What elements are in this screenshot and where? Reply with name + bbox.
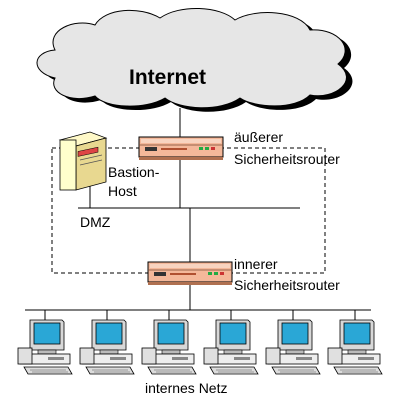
outer-router-label-line2: Sicherheitsrouter (234, 151, 340, 167)
workstation-icon (265, 319, 321, 375)
internet-cloud (36, 8, 353, 112)
inner-router-label-line1: innerer (234, 256, 278, 272)
workstation-icon (141, 319, 197, 375)
workstation-icon (327, 319, 383, 375)
outer-router-label-line1: äußerer (234, 129, 284, 145)
internal-network-label: internes Netz (145, 380, 228, 396)
internet-label: Internet (128, 66, 206, 89)
workstation-icon (17, 319, 73, 375)
server-tower-icon (58, 131, 108, 191)
inner-router-icon (147, 261, 233, 286)
bastion-label-line2: Host (108, 183, 137, 199)
workstation-icon (79, 319, 135, 375)
network-cables (25, 108, 371, 322)
inner-router-label-line2: Sicherheitsrouter (234, 277, 340, 293)
dmz-label: DMZ (80, 214, 111, 230)
bastion-label-line1: Bastion- (108, 164, 160, 180)
workstation-icon (203, 319, 259, 375)
outer-router-icon (138, 136, 224, 161)
